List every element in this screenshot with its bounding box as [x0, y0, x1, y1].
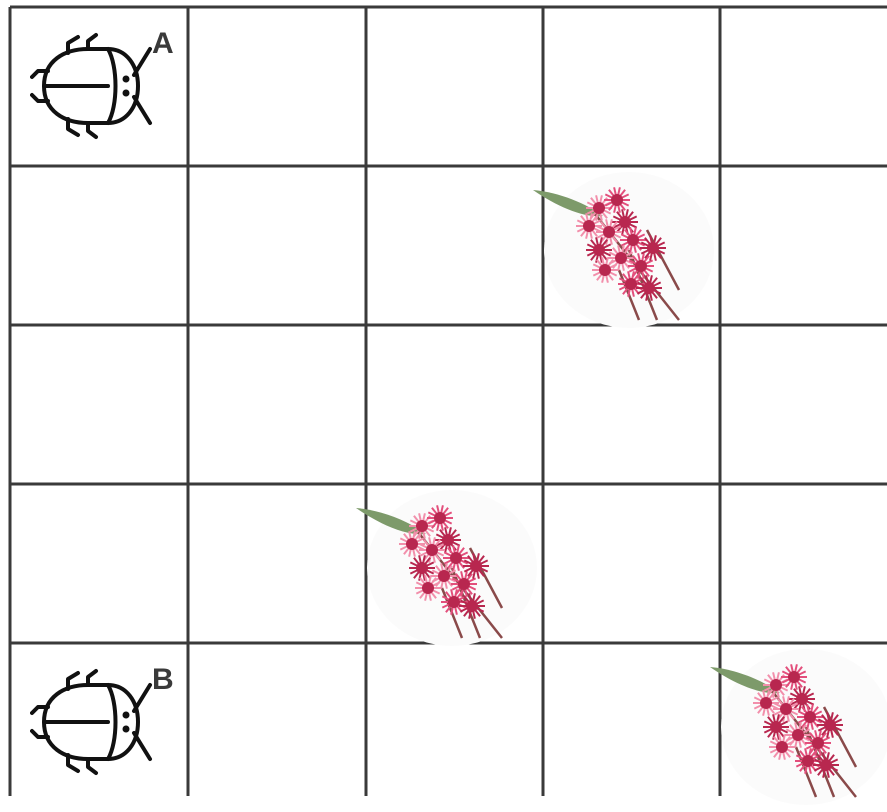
bug-a — [30, 31, 160, 146]
flower-icon — [352, 635, 542, 652]
bug-icon — [30, 764, 160, 781]
flower — [706, 647, 887, 812]
bug-label: B — [152, 665, 174, 695]
bug-icon — [30, 128, 160, 145]
bug-label: A — [152, 29, 174, 59]
bug-b — [30, 667, 160, 782]
flower-icon — [529, 317, 719, 334]
flower-icon — [706, 794, 887, 811]
flower — [529, 170, 719, 335]
flower — [352, 488, 542, 653]
